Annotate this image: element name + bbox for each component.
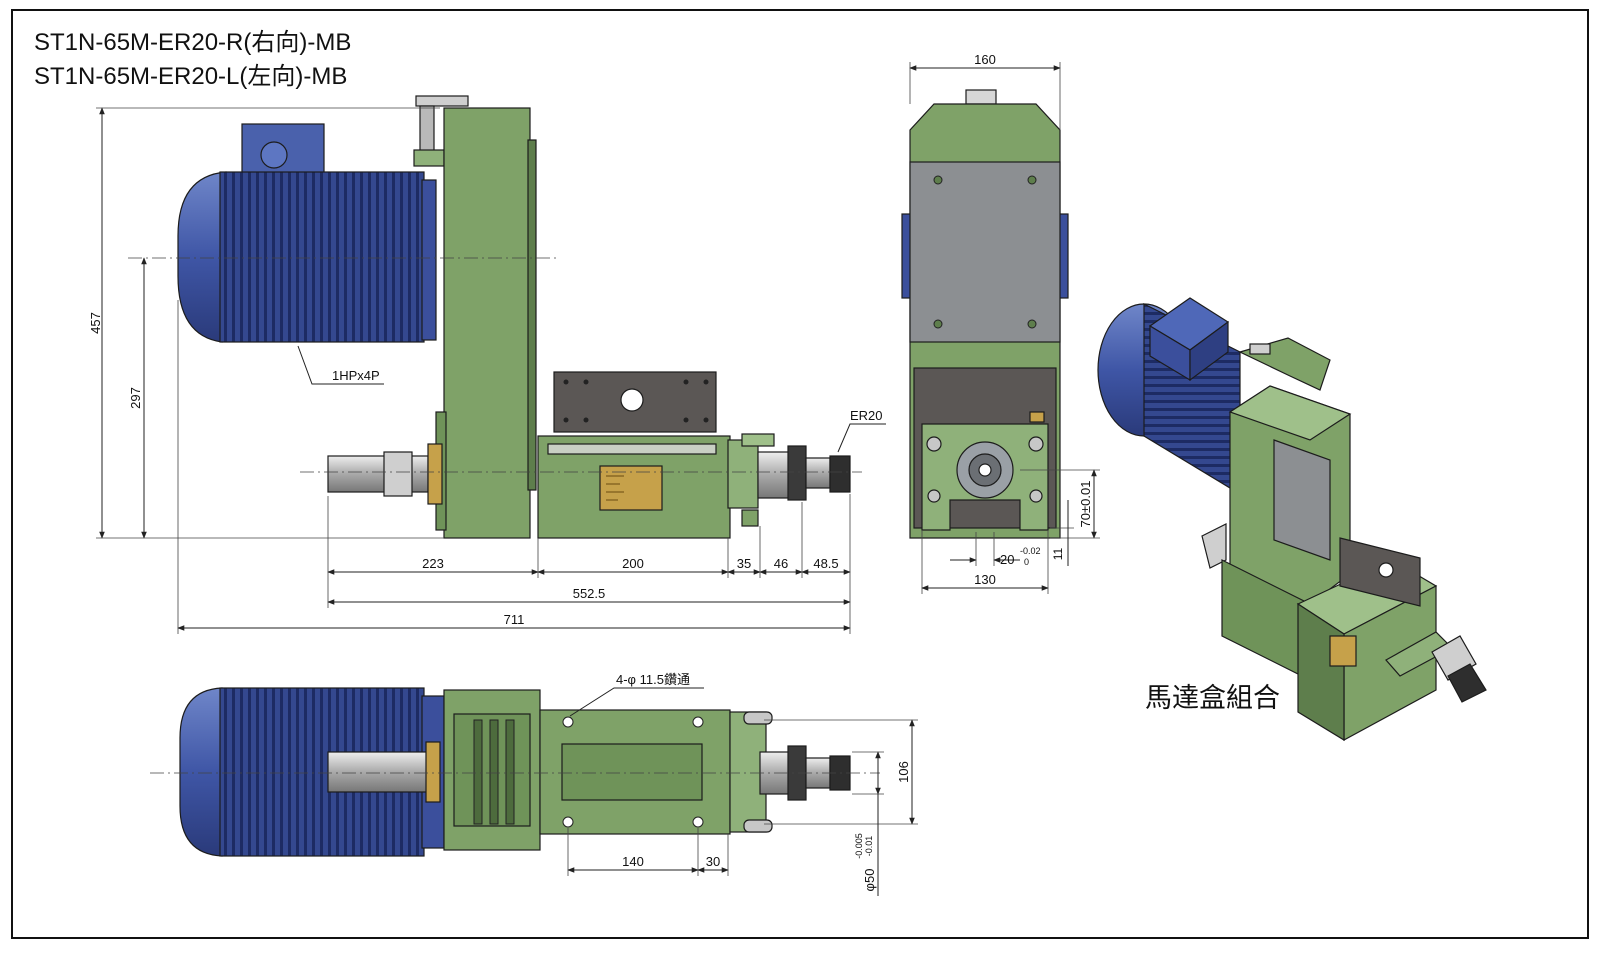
dim-20-tol-upper: -0.02 — [1020, 546, 1041, 556]
dim-35: 35 — [737, 556, 751, 571]
er20-collet-nut — [829, 455, 851, 493]
model-title-left: ST1N-65M-ER20-L(左向)-MB — [34, 63, 348, 90]
dim-70: 70±0.01 — [1078, 481, 1093, 528]
motor-side — [177, 123, 437, 343]
dim-20: 20 — [1000, 552, 1014, 567]
dim-46: 46 — [774, 556, 788, 571]
dim-140: 140 — [622, 854, 644, 869]
dim-106: 106 — [896, 761, 911, 783]
dim-phi50-tol-upper: -0.005 — [854, 833, 864, 859]
cable-gland — [260, 141, 288, 169]
dim-30: 30 — [706, 854, 720, 869]
dim-48-5: 48.5 — [813, 556, 838, 571]
isometric-view — [1097, 297, 1487, 742]
side-view: 457 297 223 200 35 46 48.5 552.5 711 — [88, 95, 886, 634]
dim-20-tol-lower: 0 — [1024, 557, 1029, 567]
dim-130: 130 — [974, 572, 996, 587]
dim-711: 711 — [504, 612, 525, 627]
dim-297: 297 — [128, 387, 143, 409]
dim-200: 200 — [622, 556, 644, 571]
collet-callout: ER20 — [850, 408, 883, 423]
belt-housing — [443, 107, 531, 539]
dim-223: 223 — [422, 556, 444, 571]
brass-ring — [427, 443, 443, 505]
holes-callout: 4-φ 11.5鑽通 — [616, 672, 690, 687]
rear-shaft — [327, 455, 429, 493]
assembly-caption: 馬達盒組合 — [1145, 683, 1280, 714]
top-view: 106 φ50 -0.005 -0.01 140 30 4-φ 11.5鑽通 — [150, 672, 918, 896]
end-view: 160 130 70±0.01 11 20 -0.02 0 — [901, 52, 1100, 594]
motor-fan-cover — [177, 171, 227, 343]
nameplate — [599, 465, 663, 511]
dim-phi50: φ50 — [862, 869, 877, 892]
dim-160: 160 — [974, 52, 996, 67]
dim-552-5: 552.5 — [573, 586, 606, 601]
motor-fins — [219, 171, 425, 343]
model-title-right: ST1N-65M-ER20-R(右向)-MB — [34, 29, 352, 56]
motor-callout: 1HPx4P — [332, 368, 380, 383]
sheet-border — [11, 9, 1589, 939]
dim-phi50-tol-lower: -0.01 — [864, 836, 874, 857]
dim-457: 457 — [88, 312, 103, 334]
dim-11: 11 — [1051, 547, 1065, 560]
cover-plate — [909, 161, 1061, 343]
